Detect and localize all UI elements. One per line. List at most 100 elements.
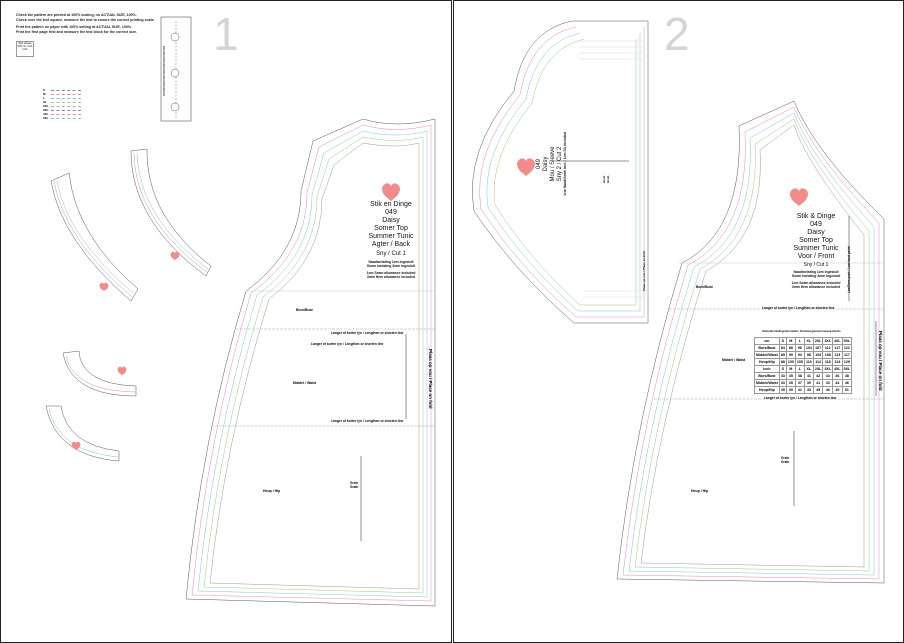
title-english: Summer Tunic [368,233,414,241]
lengthen-line-label: Langer of korter lyn / Lengthen or short… [764,396,837,400]
pattern-number: 049 [810,221,822,229]
size-table-cell: 117 [832,344,843,352]
piece-name: Agter / Back [371,241,411,249]
size-table-cell: 5XL [841,365,853,373]
sleeve-outline [472,20,649,324]
front-pattern-art [472,20,885,584]
pattern-name: Daisy [382,217,400,225]
size-table-cell: 43 [822,379,834,387]
pattern-number: 049 [385,209,397,217]
seam-allowance-text: Naadtoelating 1cm ingesluit [368,260,414,265]
lengthen-line-label: Langer of korter lyn / Lengthen or short… [331,331,404,335]
waist-line-label: Middel / Waist [722,358,746,362]
place-on-fold-label: Plaas op vou / Place on fold [428,349,433,409]
size-legend-item: 2XL [43,104,81,108]
size-legend-label: 4XL [43,112,49,116]
pattern-number: 049 [536,159,542,170]
grainline-label: Grein Grain [350,481,359,489]
size-table-cell: 124 [832,358,843,366]
size-line-swatch [51,113,81,115]
size-table-cell: 33 [778,372,787,380]
place-on-fold-label: Plaas op vou / Place on fold [642,251,646,291]
size-table-cell: 49 [832,386,843,394]
size-table-cell: 4XL [832,337,843,345]
cut-count: Sny / Cut 1 [803,262,829,269]
size-table-cell: 46 [841,379,853,387]
hem-allowance-text: 3mm Hem allowance included [791,284,841,289]
brand-heart-icon [382,183,400,201]
size-table-cell: Middel/Waist [754,379,780,387]
size-table-cell: 33 [778,379,787,387]
size-legend-label: 2XL [43,104,49,108]
size-table-cell: 107 [812,344,824,352]
piece-name: Voor / Front [797,253,835,261]
size-table-cell: 3XL [822,365,834,373]
size-table-cell: 35 [785,372,796,380]
size-table-cell: 88 [785,344,796,352]
instruction-line: Check the pattern are printed at 100% sc… [16,13,137,17]
size-table-cell: 3XL [822,337,834,345]
size-table-cell: 41 [812,379,824,387]
pattern-page-2: 2 049 Daisy Mou / [453,0,904,643]
size-table-cell: 104 [803,344,814,352]
size-table-cell: 38 [794,372,805,380]
size-table-cell: 114 [812,358,824,366]
title-english: Summer Tunic [793,245,839,253]
bust-line-label: Bors/Bust [696,285,713,289]
size-legend-label: 5XL [43,116,49,120]
back-bodice-outline [185,118,436,607]
hip-line-label: Heup / Hip [691,489,709,493]
size-table-cell: S [778,365,787,373]
size-table-cell: Heup/Hip [754,386,780,394]
size-table-cell: 35 [785,379,796,387]
size-table-cell: cm [754,337,780,345]
size-table-cell: XL [803,337,814,345]
size-table-cell: XL [803,365,814,373]
size-legend-item: 5XL [43,116,81,120]
size-line-swatch [51,109,81,111]
seam-allowance-text: Naadtoelating 1cm ingesluit [793,270,839,275]
size-table-cell: 129 [841,358,853,366]
size-line-swatch [51,93,81,95]
size-table-cell: 122 [841,344,853,352]
page-number: 2 [664,8,690,60]
size-legend-label: M [43,92,46,96]
size-legend-item: 3XL [43,108,81,112]
size-line-swatch [51,89,81,91]
hip-line-label: Heup / Hip [263,489,281,493]
bust-point-label: Lae/Bors punt / Low bust point [847,246,851,293]
size-table-cell: Middel/Waist [754,351,780,359]
size-table-cell: 37 [794,379,805,387]
size-table-cell: 44 [832,379,843,387]
size-legend-label: S [43,88,46,92]
hem-allowance-text: 3mm Hem allowance included [366,274,416,279]
size-table-cell: 103 [812,351,824,359]
lengthen-line-label: Langer of korter lyn / Lengthen or short… [311,342,384,346]
size-table-cell: 98 [803,351,814,359]
size-table-cell: 41 [803,372,814,380]
brand-name: Stik & Dinge [796,213,836,220]
size-table-cell: S [778,337,787,345]
size-table-cell: 46 [832,372,843,380]
size-table-cell: 105 [794,358,805,366]
size-table-cell: Heup/Hip [754,358,780,366]
size-table-cell: Bors/Bust [754,344,780,352]
size-line-swatch [51,97,81,99]
seam-allowance-text: 1cm Seam allowance included [366,270,416,275]
size-line-swatch [51,101,81,103]
size-table-cell: 108 [822,351,834,359]
size-table-cell: 39 [785,386,796,394]
size-table-cell: 2XL [812,365,824,373]
brand-name: Stik en Dinge [370,201,412,208]
waist-line-label: Middel / Waist [293,381,317,385]
binding-strip [160,16,192,122]
size-table-cell: 45 [812,386,824,394]
size-table-cell: 48 [841,372,853,380]
grainline-label: Grein Grain [781,456,790,464]
